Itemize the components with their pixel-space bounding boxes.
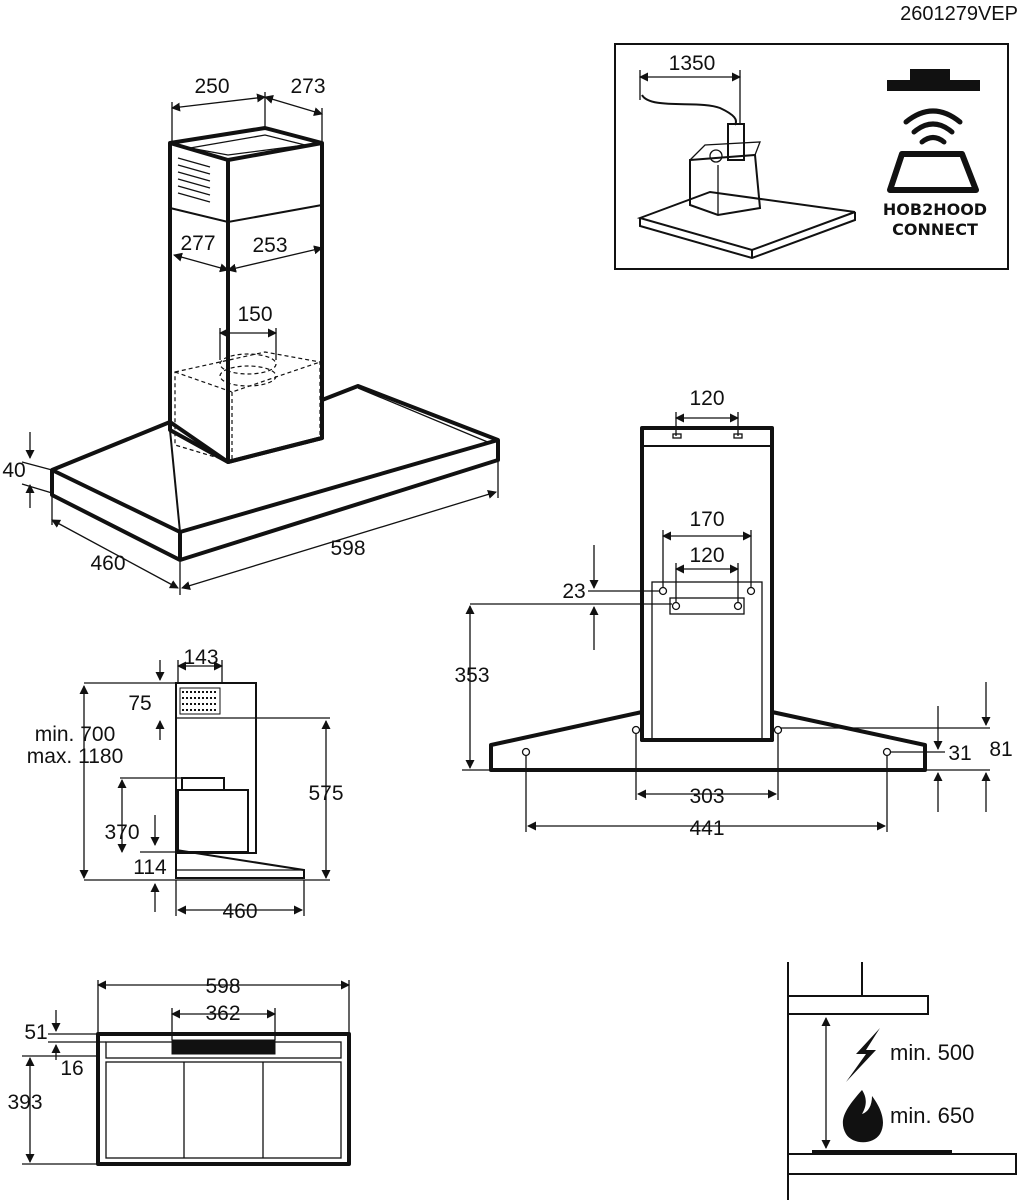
side-view: 143 75 min. 700 max. 1180 370 114: [27, 646, 344, 923]
hob2hood-label-line2: CONNECT: [892, 220, 978, 239]
side-chimney-height-label: 575: [308, 782, 343, 805]
bolt-icon: [846, 1028, 880, 1082]
perspective-view: 250 273 277 253 150: [2, 75, 500, 595]
gas-hob-clearance: min. 650: [890, 1103, 974, 1128]
wifi-signal-icon: [903, 108, 963, 145]
cable-length-label: 1350: [669, 52, 716, 75]
chimney-mid-width-label: 253: [252, 234, 287, 257]
side-depth-label: 460: [222, 900, 257, 923]
mount-hole: [733, 601, 743, 611]
canopy-depth-label: 460: [90, 552, 125, 575]
canopy-total-height-label: 81: [989, 738, 1012, 761]
canopy-inner-spacing-label: 303: [689, 785, 724, 808]
mount-hole: [671, 601, 681, 611]
height-max-label: max. 1180: [27, 745, 124, 768]
hob-icon: [887, 151, 979, 193]
flame-icon: [842, 1090, 883, 1143]
chimney-mid-depth-label: 277: [180, 232, 215, 255]
front-width-label: 598: [205, 975, 240, 998]
motor-height-label: 370: [104, 821, 139, 844]
hood-sketch: [636, 123, 856, 260]
outer-hole-spacing-label: 170: [689, 508, 724, 531]
vent-offset-label: 75: [128, 692, 151, 715]
bracket-height-label: 353: [454, 664, 489, 687]
clearance-diagram: min. 500 min. 650: [787, 962, 1017, 1200]
front-view: 598 362 51 16 393: [7, 975, 351, 1166]
canopy-outer-spacing-label: 441: [689, 817, 724, 840]
front-top-offset-label: 51: [24, 1021, 47, 1044]
document-code: 2601279VEP: [900, 3, 1018, 25]
electric-hob-clearance: min. 500: [890, 1040, 974, 1065]
rear-view: 120 170 120 23 353: [454, 387, 1012, 840]
filter-width-label: 362: [205, 1002, 240, 1025]
canopy-hole: [631, 725, 641, 735]
hob2hood-label-line1: HOB2HOOD: [883, 200, 987, 219]
canopy-hole: [521, 747, 531, 757]
front-height-label: 393: [7, 1091, 42, 1114]
canopy-height-label: 40: [2, 459, 25, 482]
side-canopy-height-label: 114: [133, 856, 167, 879]
canopy-hole-offset-label: 31: [948, 742, 971, 765]
side-chimney-depth-label: 143: [183, 646, 218, 669]
hood-icon: [887, 69, 980, 91]
mount-hole: [658, 586, 668, 596]
canopy-hole: [773, 725, 783, 735]
height-min-label: min. 700: [35, 723, 116, 746]
inner-hole-spacing-label: 120: [689, 544, 724, 567]
chimney-vents: [177, 157, 211, 203]
outlet-diameter-label: 150: [237, 303, 272, 326]
top-bracket-spacing-label: 120: [689, 387, 724, 410]
chimney-top-depth-label: 250: [194, 75, 229, 98]
hole-offset-label: 23: [562, 580, 585, 603]
mount-hole: [746, 586, 756, 596]
hob2hood-panel: 1350 HOB2HOOD CONNECT: [614, 43, 1009, 270]
canopy-hole: [882, 747, 892, 757]
side-vents: [179, 687, 221, 715]
canopy-width-label: 598: [330, 537, 365, 560]
front-rim-label: 16: [60, 1057, 83, 1080]
chimney-top-width-label: 273: [290, 75, 325, 98]
